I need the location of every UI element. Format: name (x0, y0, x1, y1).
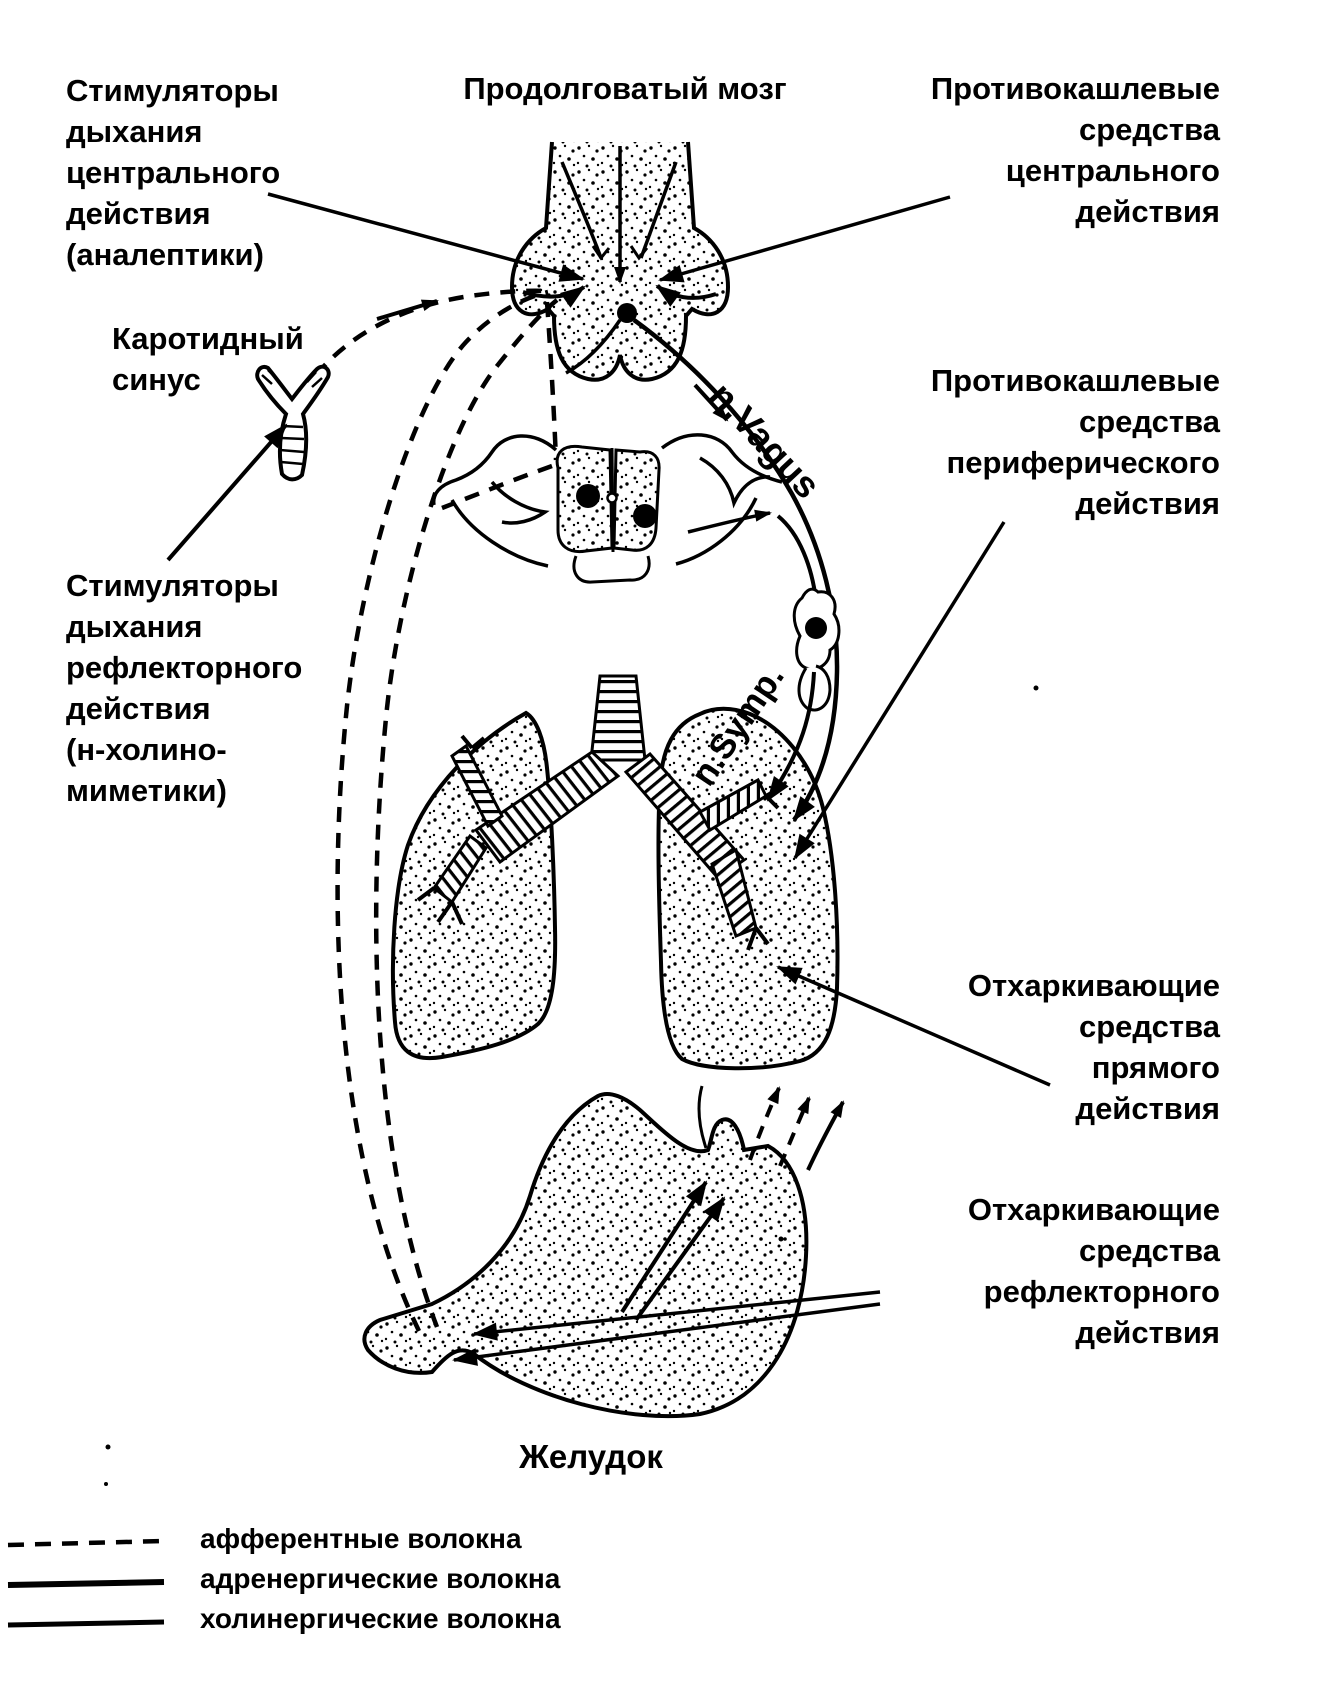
label-antitussive-peripheral: Противокашлевые средства периферического… (930, 363, 1220, 521)
label-medulla: Продолговатый мозг (463, 71, 787, 106)
sympathetic-ganglion-dot (805, 617, 827, 639)
stomach-arrow-up-2 (634, 1196, 726, 1322)
label-expectorant-direct: Отхаркивающие средства прямого действия (967, 968, 1220, 1126)
pointer-antitussive-central (658, 195, 951, 283)
vagus-nerve-path (632, 318, 840, 822)
label-expectorant-reflex: Отхаркивающие средства рефлекторного дей… (967, 1192, 1220, 1350)
trachea (589, 674, 647, 762)
spinal-cord-cross-section (431, 433, 783, 584)
right-lung (656, 706, 840, 1071)
pointer-stimulants-reflex (166, 423, 288, 562)
bronchi-twigs (416, 734, 781, 951)
lungs-illustration (390, 674, 840, 1071)
pointer-stimulants-central (267, 192, 585, 282)
label-stomach: Желудок (519, 1438, 663, 1475)
label-stimulants-reflex: Стимуляторы дыхания рефлекторного действ… (66, 568, 303, 808)
stomach-arrow-up-1 (620, 1180, 708, 1314)
pointer-antitussive-peripheral (793, 521, 1006, 860)
cross-section-dot-right (633, 504, 657, 528)
sympathetic-nerve-path (766, 514, 841, 802)
legend-line-afferent (7, 1538, 165, 1548)
pointer-expectorant-direct (776, 965, 1051, 1087)
legend-line-cholinergic (7, 1619, 165, 1628)
afferent-direction-arrow (376, 299, 439, 321)
pointer-expectorant-reflex (452, 1290, 881, 1366)
scan-specks (104, 685, 1039, 1486)
carotid-sinus-illustration (255, 364, 331, 482)
label-antitussive-central: Противокашлевые средства центрального де… (930, 71, 1220, 229)
medulla-illustration (509, 141, 731, 382)
stomach-illustration (362, 1085, 809, 1419)
label-stimulants-central: Стимуляторы дыхания центрального действи… (66, 73, 281, 272)
legend-line-samples (7, 1538, 165, 1628)
legend-line-adrenergic (7, 1579, 165, 1588)
legend-label-adrenergic: адренергические волокна (200, 1563, 561, 1594)
legend-label-cholinergic: холинергические волокна (200, 1603, 561, 1634)
legend-label-afferent: афферентные волокна (200, 1523, 522, 1554)
label-carotid-sinus: Каротидный синус (112, 321, 304, 397)
cross-section-dot-left (576, 484, 600, 508)
stomach-to-lung-arrows (748, 1086, 845, 1171)
cough-center-dot (617, 303, 637, 323)
